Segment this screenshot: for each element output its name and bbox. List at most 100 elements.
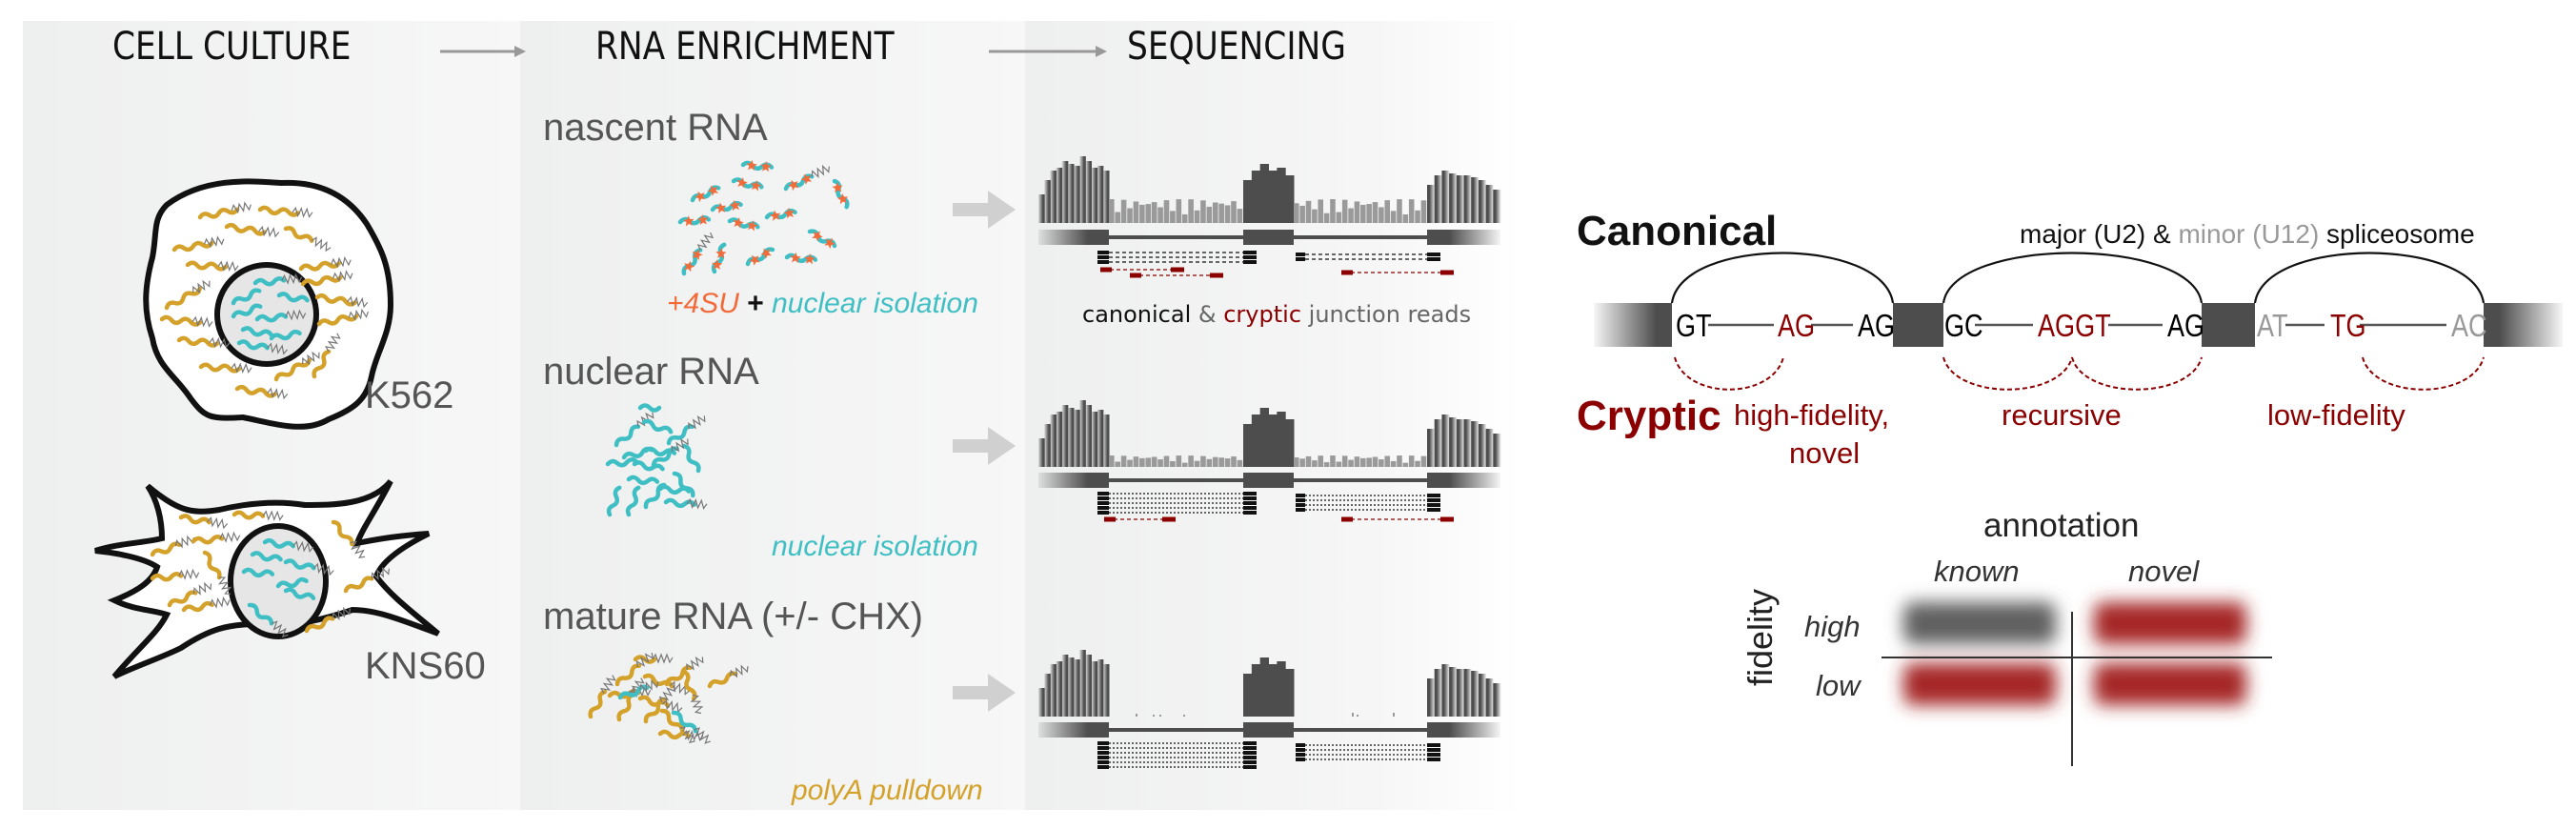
- gene-model: [1038, 473, 1500, 488]
- coverage-bar: [1478, 180, 1487, 223]
- coverage-bar: [1372, 456, 1379, 467]
- step-rna-enrichment: RNA ENRICHMENT: [595, 25, 895, 69]
- polya-tail-icon: [312, 562, 334, 576]
- cryptic-type-recursive: recursive: [2002, 398, 2122, 432]
- rna-molecule: [690, 185, 721, 203]
- polya-tail-icon: [191, 315, 213, 328]
- 4su-label-star-icon: [783, 207, 795, 219]
- read-block: [1427, 748, 1440, 752]
- coverage-bar: [1224, 205, 1231, 223]
- polya-tail-icon: [347, 295, 369, 309]
- motif-at: AT: [2257, 308, 2288, 343]
- coverage-bar: [1485, 429, 1494, 467]
- coverage-bar: [1091, 412, 1098, 467]
- coverage-bar: [1188, 199, 1194, 223]
- exon-block: [1427, 722, 1500, 738]
- k562-nucleus: [214, 262, 319, 367]
- coverage-bar: [1384, 455, 1391, 467]
- spliceosome-label: major (U2) & minor (U12) spliceosome: [2020, 219, 2475, 250]
- read-block: [1427, 494, 1440, 497]
- grid-cell-high-known: [1903, 602, 2056, 644]
- spliceosome-word: spliceosome: [2319, 219, 2475, 249]
- major-u2-label: major (U2): [2020, 219, 2146, 249]
- rna-molecule: [632, 460, 665, 472]
- exon-block: [1427, 473, 1500, 488]
- read-block: [1243, 492, 1257, 495]
- read-block: [1243, 506, 1257, 510]
- coverage-bar: [1449, 173, 1458, 223]
- rna-molecule: [283, 587, 316, 601]
- rna-molecule: [197, 201, 252, 220]
- rna-molecule: [727, 217, 760, 232]
- coverage-bar: [1231, 456, 1237, 467]
- coverage-bar: [1336, 461, 1342, 467]
- coverage-bar: [1397, 199, 1402, 223]
- coverage-bar: [1434, 669, 1442, 717]
- coverage-bar: [1456, 419, 1464, 467]
- coverage-bar: [1277, 168, 1286, 223]
- method-nascent: +4SU + nuclear isolation: [667, 288, 978, 320]
- coverage-bar: [1463, 419, 1472, 467]
- coverage-bar: [1091, 168, 1098, 223]
- coverage-track: [1038, 400, 1501, 467]
- coverage-bar: [1050, 664, 1057, 717]
- coverage-bar: [1390, 211, 1397, 223]
- polya-tail-icon: [671, 438, 689, 453]
- coverage-bar: [1285, 669, 1295, 717]
- polya-tail-icon: [267, 387, 289, 400]
- coverage-bar: [1133, 456, 1139, 467]
- coverage-bar: [1434, 419, 1442, 467]
- caption-canonical: canonical: [1082, 301, 1192, 328]
- 4su-label-star-icon: [707, 185, 718, 196]
- read-block: [1296, 758, 1305, 761]
- polya-tail-icon: [600, 675, 616, 695]
- coverage-bar: [1145, 204, 1152, 223]
- rna-molecule: [764, 207, 797, 221]
- 4su-label-star-icon: [711, 258, 723, 270]
- coverage-bar: [1478, 674, 1487, 717]
- read-block: [1100, 267, 1112, 273]
- coverage-bar: [1259, 164, 1269, 223]
- coverage-bar: [1463, 669, 1472, 717]
- rna-molecule: [641, 418, 674, 435]
- coverage-bar: [1379, 207, 1384, 223]
- rna-molecule: [616, 677, 645, 722]
- grid-cell-low-known: [1903, 663, 2056, 705]
- coverage-bar: [1151, 456, 1157, 467]
- cryptic-type-novel: novel: [1789, 436, 1861, 470]
- read-block: [1427, 508, 1440, 512]
- coverage-bar: [1366, 204, 1372, 223]
- rna-molecule: [664, 656, 704, 687]
- coverage-bar: [1061, 405, 1069, 467]
- sequencing-tracks: [1038, 156, 1501, 769]
- exon-block: [1243, 722, 1294, 738]
- coverage-bar: [1218, 203, 1224, 223]
- coverage-bar: [1136, 714, 1137, 717]
- coverage-bar: [1074, 410, 1080, 467]
- canonical-splice-arc: [1942, 252, 2204, 304]
- coverage-bar: [1294, 457, 1299, 467]
- 4su-label-star-icon: [733, 217, 744, 229]
- flow-arrow-icon: [953, 427, 1016, 465]
- coverage-bar: [1251, 171, 1261, 223]
- coverage-bar: [1305, 200, 1312, 223]
- coverage-bar: [1427, 185, 1436, 223]
- read-block: [1296, 753, 1305, 757]
- k562-cell-illustration: [94, 178, 440, 679]
- exon-block: [1243, 230, 1294, 245]
- read-block: [1427, 253, 1440, 256]
- polya-tail-icon: [203, 235, 225, 249]
- rna-molecule: [314, 293, 369, 309]
- canonical-splice-arc: [1670, 252, 1895, 304]
- read-block: [1243, 501, 1257, 505]
- read-block: [1097, 511, 1109, 515]
- polya-tail-icon: [639, 679, 659, 693]
- coverage-bar: [1379, 459, 1384, 467]
- step-cell-culture: CELL CULTURE: [112, 25, 352, 69]
- rna-molecule: [783, 164, 830, 192]
- coverage-bar: [1312, 460, 1318, 467]
- rna-molecule: [240, 326, 273, 337]
- coverage-bar: [1181, 213, 1188, 223]
